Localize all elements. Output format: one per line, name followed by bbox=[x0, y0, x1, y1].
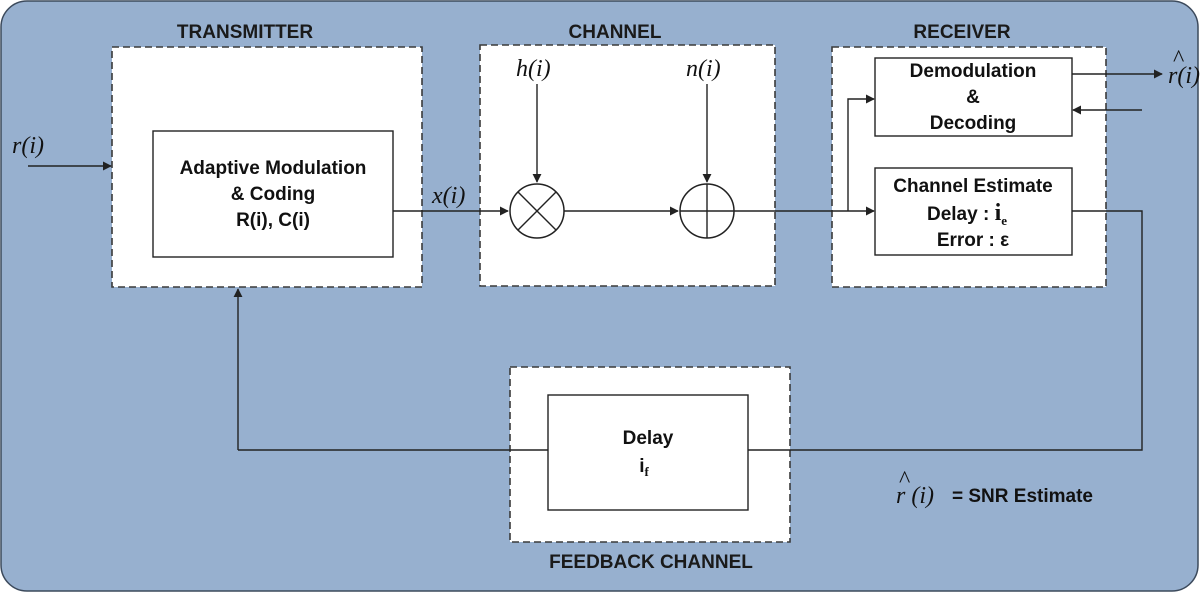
legend-hat: ^ bbox=[899, 467, 910, 493]
output-hat: ^ bbox=[1173, 46, 1184, 72]
demodulation-block bbox=[874, 57, 1073, 137]
demodulation-line2: & bbox=[966, 87, 980, 108]
receiver-title: RECEIVER bbox=[913, 22, 1010, 43]
adaptive-modulation-line1: Adaptive Modulation bbox=[180, 158, 367, 179]
feedback-delay-block bbox=[547, 394, 749, 511]
feedback-delay-symbol: if bbox=[639, 456, 649, 479]
noise-label: n(i) bbox=[686, 56, 721, 82]
feedback-return-wire bbox=[748, 210, 1143, 451]
multiplier-icon bbox=[509, 183, 565, 239]
channel-section bbox=[479, 44, 776, 287]
transmitter-title: TRANSMITTER bbox=[177, 22, 313, 43]
feedback-delay-label: Delay bbox=[623, 428, 674, 449]
legend-symbol: r (i) bbox=[896, 483, 934, 509]
tx-output-label: x(i) bbox=[431, 183, 465, 209]
adaptive-modulation-block bbox=[152, 130, 394, 258]
fading-label: h(i) bbox=[516, 56, 551, 82]
channel-estimate-line1: Channel Estimate bbox=[893, 176, 1052, 197]
adaptive-modulation-line3: R(i), C(i) bbox=[236, 210, 310, 231]
feedback-title: FEEDBACK CHANNEL bbox=[549, 552, 753, 573]
input-signal-label: r(i) bbox=[12, 133, 44, 159]
adaptive-modulation-line2: & Coding bbox=[231, 184, 315, 205]
channel-estimate-error: Error : ε bbox=[937, 230, 1009, 251]
legend-text: = SNR Estimate bbox=[952, 486, 1093, 507]
demodulation-line1: Demodulation bbox=[910, 61, 1037, 82]
split-to-demodulation-wire bbox=[847, 94, 875, 211]
channel-title: CHANNEL bbox=[569, 22, 662, 43]
channel-estimate-block bbox=[874, 167, 1073, 256]
adder-icon bbox=[679, 183, 735, 239]
demodulation-line3: Decoding bbox=[930, 113, 1017, 134]
channel-estimate-delay: Delay : ie bbox=[927, 200, 1007, 228]
output-signal-label: r(i) bbox=[1168, 63, 1200, 89]
